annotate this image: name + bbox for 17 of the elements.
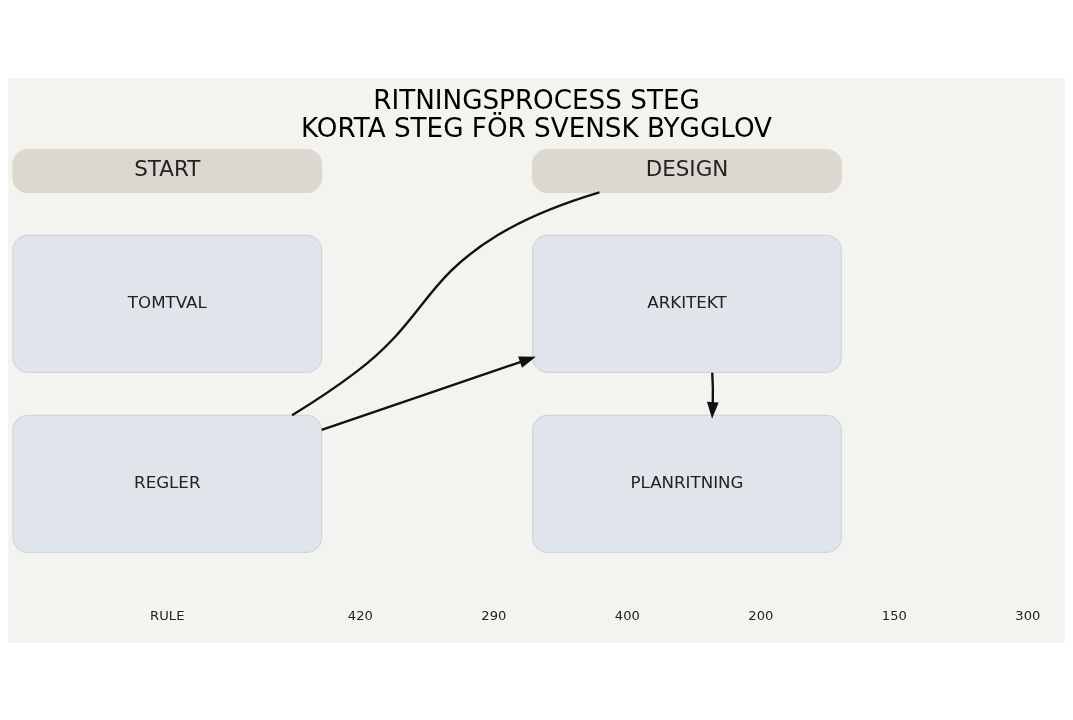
label: 290 [481, 607, 507, 623]
node-box: REGLER [12, 414, 323, 553]
label: 420 [347, 607, 373, 623]
label: 150 [881, 607, 907, 623]
label: RULE [150, 607, 185, 623]
label: 300 [1015, 607, 1041, 623]
caption: KORTA STEG FÖR SVENSK BYGGLOV [300, 112, 773, 143]
arrow [707, 372, 719, 419]
node-box: PLANRITNING [532, 414, 842, 553]
label: 200 [748, 607, 774, 623]
node-box: DESIGN [532, 148, 842, 193]
node-box: ARKITEKT [532, 234, 842, 373]
node-box: START [12, 148, 323, 193]
arrow [321, 356, 536, 431]
connector [291, 190, 600, 416]
node-box: TOMTVAL [12, 234, 323, 373]
label: 400 [614, 607, 640, 623]
